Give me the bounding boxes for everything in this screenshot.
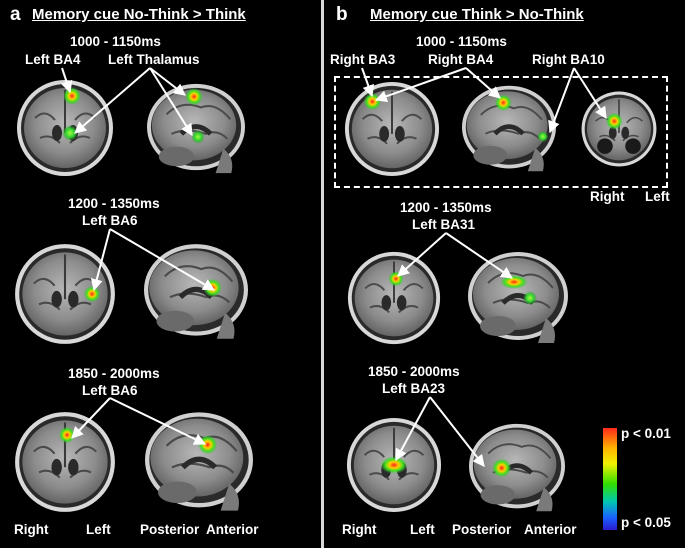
activation-blob <box>523 291 537 305</box>
panel-b-orient-left: Left <box>410 522 435 537</box>
panel-a-title: Memory cue No-Think > Think <box>32 6 246 23</box>
panel-a-row1-time: 1000 - 1150ms <box>70 34 161 49</box>
panel-b-row3-coronal-brain <box>345 416 443 514</box>
panel-b-orient-anterior: Anterior <box>524 522 577 537</box>
activation-blob <box>605 112 623 130</box>
panel-b-row2-sagittal-brain <box>458 248 578 348</box>
panel-a-orient-posterior: Posterior <box>140 522 200 537</box>
panel-a-row2-time: 1200 - 1350ms <box>68 196 160 211</box>
panel-b-row1-region3: Right BA10 <box>532 52 605 67</box>
panel-b-row2-region1: Left BA31 <box>412 217 476 232</box>
panel-b-row1-frontal-brain <box>580 90 658 168</box>
panel-a-row3-time: 1850 - 2000ms <box>68 366 160 381</box>
panel-a-row1-sagittal-brain <box>136 80 256 178</box>
panel-b-row1-time: 1000 - 1150ms <box>416 34 507 49</box>
panel-a-letter: a <box>10 4 21 25</box>
panel-a-orient-anterior: Anterior <box>206 522 259 537</box>
activation-blob <box>203 278 222 298</box>
panel-a-row1-coronal-brain <box>16 79 114 177</box>
panel-b-frontal-right: Right <box>590 189 625 204</box>
panel-a-row2-region1: Left BA6 <box>82 213 138 228</box>
panel-b-row1-coronal-brain <box>343 80 441 178</box>
panel-b-row2-time: 1200 - 1350ms <box>400 200 492 215</box>
panel-a-row3-sagittal-brain <box>136 408 262 516</box>
activation-blob <box>492 458 512 478</box>
activation-blob <box>185 87 203 106</box>
activation-blob <box>62 125 78 141</box>
panel-b-orient-posterior: Posterior <box>452 522 512 537</box>
panel-a-row1-region1: Left BA4 <box>25 52 81 67</box>
activation-blob <box>191 129 205 144</box>
panel-b-row3-sagittal-brain <box>462 420 572 516</box>
panel-b-title: Memory cue Think > No-Think <box>370 6 584 23</box>
dashed-selection-box <box>334 76 668 188</box>
panel-b-row3-time: 1850 - 2000ms <box>368 364 460 379</box>
panel-a-row3-region1: Left BA6 <box>82 383 138 398</box>
activation-blob <box>380 456 408 474</box>
panel-b-row1-region1: Right BA3 <box>330 52 396 67</box>
panel-a-orient-left: Left <box>86 522 111 537</box>
activation-blob <box>83 285 101 303</box>
activation-blob <box>58 426 76 444</box>
activation-blob <box>500 275 528 289</box>
activation-blob <box>494 94 512 112</box>
panel-a-row2-sagittal-brain <box>136 240 256 344</box>
panel-b-row1-region2: Right BA4 <box>428 52 494 67</box>
activation-blob <box>388 271 404 287</box>
activation-blob <box>363 92 382 111</box>
panel-b-letter: b <box>336 4 348 25</box>
panel-b-row2-coronal-brain <box>346 250 442 346</box>
colorbar-bottom-label: p < 0.05 <box>621 515 671 530</box>
panel-a-row3-coronal-brain <box>14 411 116 513</box>
panel-a-row2-coronal-brain <box>14 243 116 345</box>
panel-b-orient-right: Right <box>342 522 377 537</box>
colorbar-top-label: p < 0.01 <box>621 426 671 441</box>
activation-blob <box>537 130 549 143</box>
panel-b-frontal-left: Left <box>645 189 670 204</box>
panel-a-row1-region2: Left Thalamus <box>108 52 200 67</box>
panel-b-row3-region1: Left BA23 <box>382 381 446 396</box>
p-value-colorbar <box>603 428 617 530</box>
panel-a-orient-right: Right <box>14 522 49 537</box>
panel-b-row1-sagittal-brain <box>455 82 563 176</box>
activation-blob <box>197 435 218 455</box>
activation-blob <box>63 87 81 105</box>
panel-divider <box>321 0 324 548</box>
